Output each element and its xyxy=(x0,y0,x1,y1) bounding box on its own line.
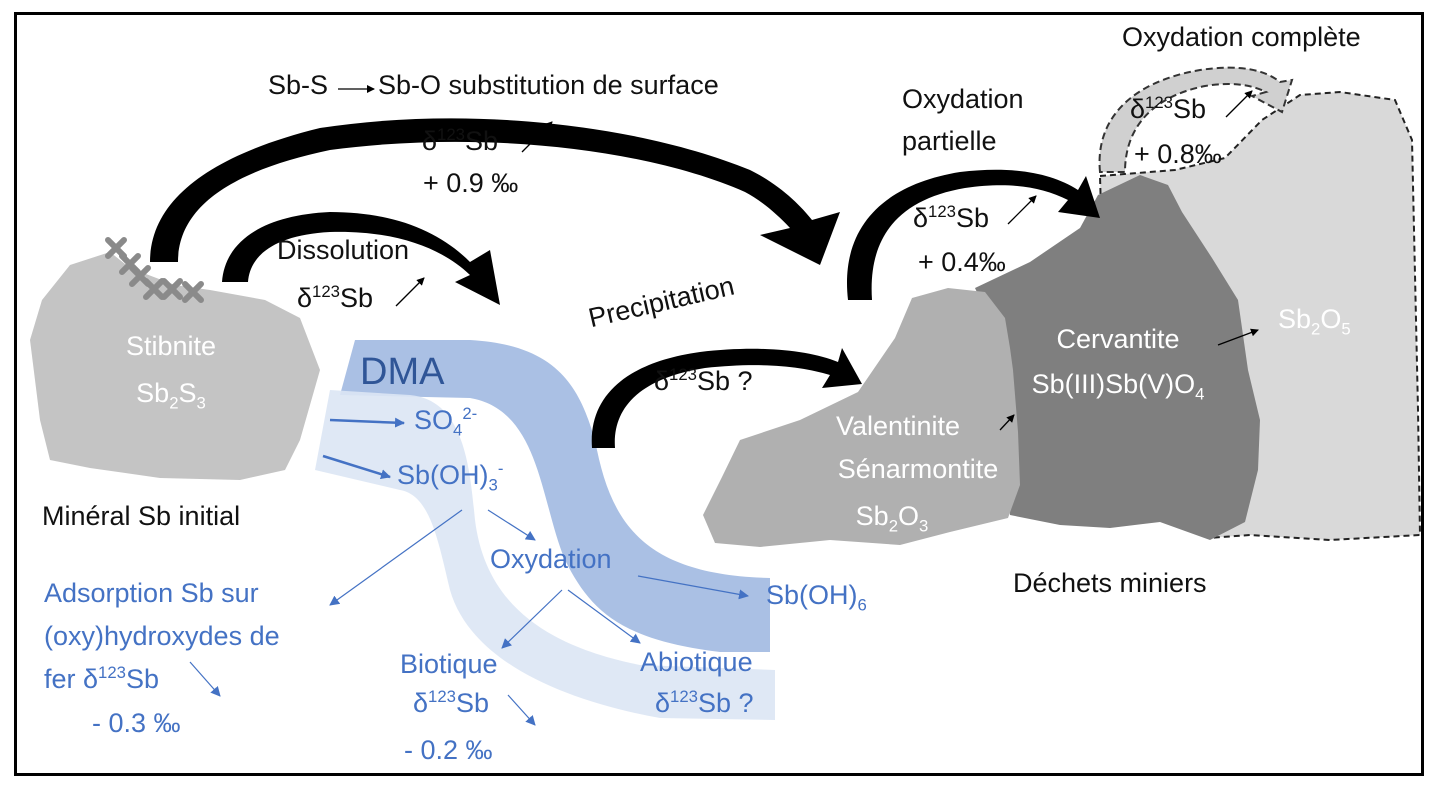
stibnite-name: Stibnite xyxy=(125,331,217,361)
substitution-delta: δ123Sb xyxy=(422,125,498,156)
dma-label: DMA xyxy=(360,351,445,393)
dissolution-title: Dissolution xyxy=(277,235,410,265)
abiotique-delta: δ123Sb ? xyxy=(655,687,754,718)
complete-oxidation-title: Oxydation complète xyxy=(1122,22,1361,52)
complete-oxidation-value: + 0.8‰ xyxy=(1134,139,1222,169)
partial-oxidation-line2: partielle xyxy=(902,126,997,156)
abiotique-title: Abiotique xyxy=(640,647,753,677)
initial-mineral-label: Minéral Sb initial xyxy=(42,501,241,531)
biotique-delta: δ123Sb xyxy=(413,687,489,718)
precipitation-delta: δ123Sb ? xyxy=(654,365,753,396)
complete-oxidation-arrow xyxy=(1098,66,1294,173)
dissolution-arrow xyxy=(222,212,500,305)
stibnite-formula: Sb2S3 xyxy=(136,378,206,413)
partial-oxidation-delta: δ123Sb xyxy=(913,202,989,233)
mine-waste-label: Déchets miniers xyxy=(1013,568,1207,598)
partial-oxidation-arrow xyxy=(846,169,1100,300)
valentinite-formula: Sb2O3 xyxy=(855,501,929,536)
dma-dark-band xyxy=(340,340,770,652)
valentinite-shape xyxy=(703,288,1020,547)
adsorption-value: - 0.3 ‰ xyxy=(92,708,181,738)
cervantite-shape xyxy=(975,175,1260,540)
biotique-value: - 0.2 ‰ xyxy=(404,735,493,765)
antimonite-label: Sb(OH)3- xyxy=(397,459,504,495)
partial-oxidation-line1: Oxydation xyxy=(902,84,1024,114)
adsorption-line1: Adsorption Sb sur xyxy=(44,578,259,608)
antimonate-label: Sb(OH)6 xyxy=(766,580,867,615)
blue-arrows xyxy=(189,417,749,726)
diagram-frame xyxy=(14,12,1424,776)
stibnite-shape xyxy=(30,252,320,480)
oxydation-label: Oxydation xyxy=(490,544,612,574)
surface-crosses xyxy=(105,237,204,303)
cervantite-formula: Sb(III)Sb(V)O4 xyxy=(1031,369,1205,404)
substitution-arrow xyxy=(150,118,840,265)
complete-oxidation-delta: δ123Sb xyxy=(1130,93,1206,124)
biotique-title: Biotique xyxy=(400,649,498,679)
cervantite-name: Cervantite xyxy=(1056,324,1180,354)
sb2o5-formula: Sb2O5 xyxy=(1278,304,1351,339)
valentinite-name: Valentinite xyxy=(835,411,961,441)
adsorption-delta: fer δ123Sb xyxy=(44,663,159,694)
small-arrows xyxy=(338,85,1259,431)
adsorption-line2: (oxy)hydroxydes de xyxy=(44,621,280,651)
dma-light-band xyxy=(315,390,775,720)
sulfate-label: SO42- xyxy=(414,404,478,440)
precipitation-arrow xyxy=(591,348,862,448)
dissolution-delta: δ123Sb xyxy=(297,282,373,313)
substitution-value: + 0.9 ‰ xyxy=(423,168,519,198)
partial-oxidation-value: + 0.4‰ xyxy=(918,247,1006,277)
senarmontite-name: Sénarmontite xyxy=(837,454,999,484)
